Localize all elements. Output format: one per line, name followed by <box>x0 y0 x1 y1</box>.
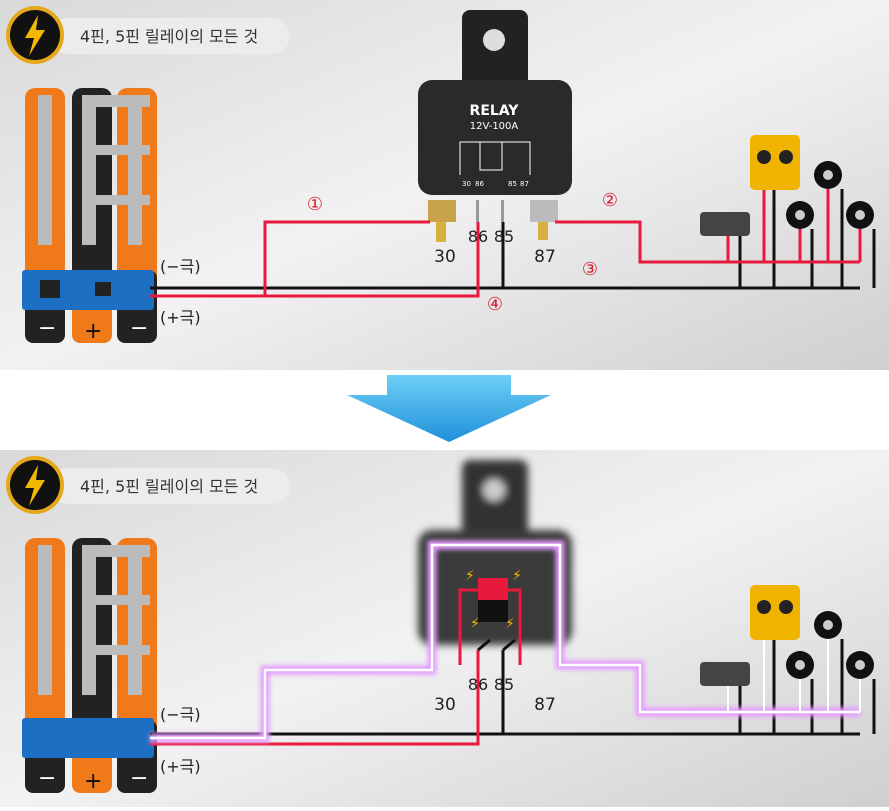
schematic-pin-87: 87 <box>520 180 529 188</box>
diagram-on-state: 4핀, 5핀 릴레이의 모든 것 − + − (−극) (+극) ⚡ ⚡ ⚡ ⚡ <box>0 450 889 807</box>
header-badge: 4핀, 5핀 릴레이의 모든 것 <box>6 6 290 64</box>
electric-arcs <box>150 540 861 743</box>
pin-30-label: 30 <box>434 247 456 267</box>
relay: RELAY 12V-100A 30 86 85 87 <box>418 10 572 242</box>
wire-1-label: ① <box>307 194 323 215</box>
spark-icon: ⚡ <box>512 568 522 584</box>
lightning-bolt-icon <box>25 465 45 506</box>
negative-label: (−극) <box>160 705 201 724</box>
svg-text:−: − <box>38 766 56 791</box>
spark-icon: ⚡ <box>465 568 475 584</box>
spark-icon: ⚡ <box>470 616 480 632</box>
wire-3-label: ③ <box>582 259 598 280</box>
down-arrow-icon <box>347 375 551 442</box>
pin-85-label: 85 <box>494 675 514 694</box>
pin-30-label: 30 <box>434 695 456 715</box>
wire-4-label: ④ <box>487 294 503 315</box>
battery-pack: − + − <box>22 538 157 794</box>
header-badge: 4핀, 5핀 릴레이의 모든 것 <box>6 456 290 514</box>
pin-85-label: 85 <box>494 227 514 246</box>
pin-87-label: 87 <box>534 247 556 267</box>
spark-icon: ⚡ <box>505 616 515 632</box>
output-connectors <box>700 585 874 686</box>
pin-86-label: 86 <box>468 675 488 694</box>
lightning-bolt-icon <box>25 15 45 56</box>
negative-label: (−극) <box>160 257 201 276</box>
svg-text:+: + <box>84 769 102 794</box>
battery-pack: − + − <box>22 88 157 344</box>
header-title: 4핀, 5핀 릴레이의 모든 것 <box>80 27 258 46</box>
pin-87-label: 87 <box>534 695 556 715</box>
positive-label: (+극) <box>160 757 201 776</box>
svg-text:−: − <box>130 316 148 341</box>
schematic-pin-86: 86 <box>475 180 484 188</box>
diagram-off-state: 4핀, 5핀 릴레이의 모든 것 − + − (−극) (+극) RELAY 12V… <box>0 0 889 370</box>
relay-brand: RELAY <box>470 103 520 119</box>
positive-label: (+극) <box>160 308 201 327</box>
relay-internals: ⚡ ⚡ ⚡ ⚡ <box>458 568 522 665</box>
relay-rating: 12V-100A <box>470 121 519 132</box>
output-connectors <box>700 135 874 236</box>
header-title: 4핀, 5핀 릴레이의 모든 것 <box>80 477 258 496</box>
pin-86-label: 86 <box>468 227 488 246</box>
svg-text:−: − <box>130 766 148 791</box>
schematic-pin-85: 85 <box>508 180 517 188</box>
wiring <box>150 189 876 298</box>
schematic-pin-30: 30 <box>462 180 471 188</box>
svg-text:−: − <box>38 316 56 341</box>
wire-2-label: ② <box>602 190 618 211</box>
svg-text:+: + <box>84 319 102 344</box>
